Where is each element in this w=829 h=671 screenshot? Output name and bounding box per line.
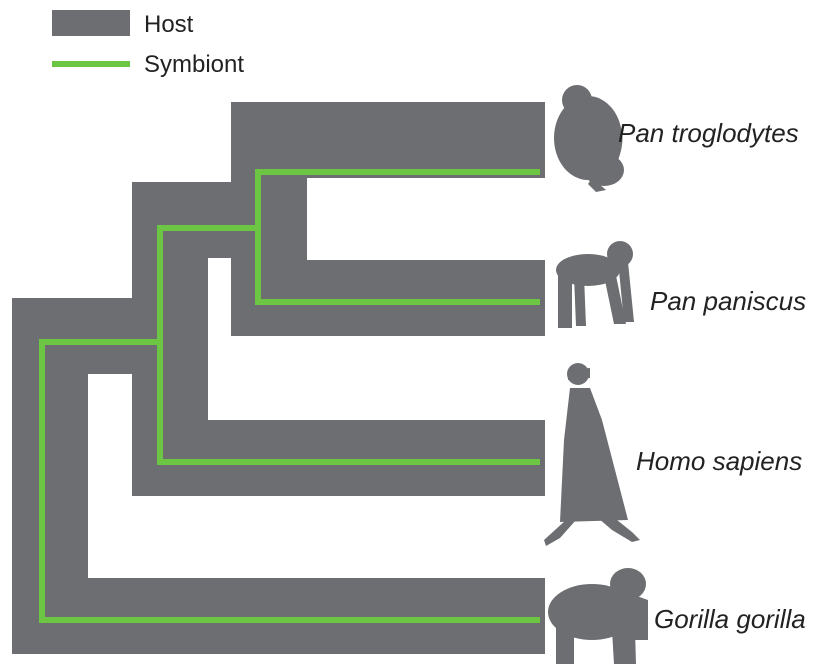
bonobo-icon — [556, 241, 634, 328]
legend-host-label: Host — [144, 11, 194, 38]
species-label-homo-sapiens: Homo sapiens — [636, 446, 802, 476]
human-icon — [544, 363, 640, 546]
species-label-gorilla-gorilla: Gorilla gorilla — [654, 604, 806, 634]
species-label-pan-troglodytes: Pan troglodytes — [618, 118, 799, 148]
legend: Host Symbiont — [52, 10, 244, 78]
legend-symbiont-label: Symbiont — [144, 51, 244, 78]
host-branch-gorilla-gorilla — [12, 578, 545, 654]
species-labels: Pan troglodytes Pan paniscus Homo sapien… — [618, 118, 806, 634]
gorilla-icon — [548, 568, 648, 664]
species-label-pan-paniscus: Pan paniscus — [650, 286, 806, 316]
legend-symbiont-swatch — [52, 61, 130, 67]
host-node-root — [12, 298, 88, 654]
legend-host-swatch — [52, 10, 130, 36]
host-tree — [12, 102, 545, 654]
chimpanzee-icon — [554, 85, 624, 192]
